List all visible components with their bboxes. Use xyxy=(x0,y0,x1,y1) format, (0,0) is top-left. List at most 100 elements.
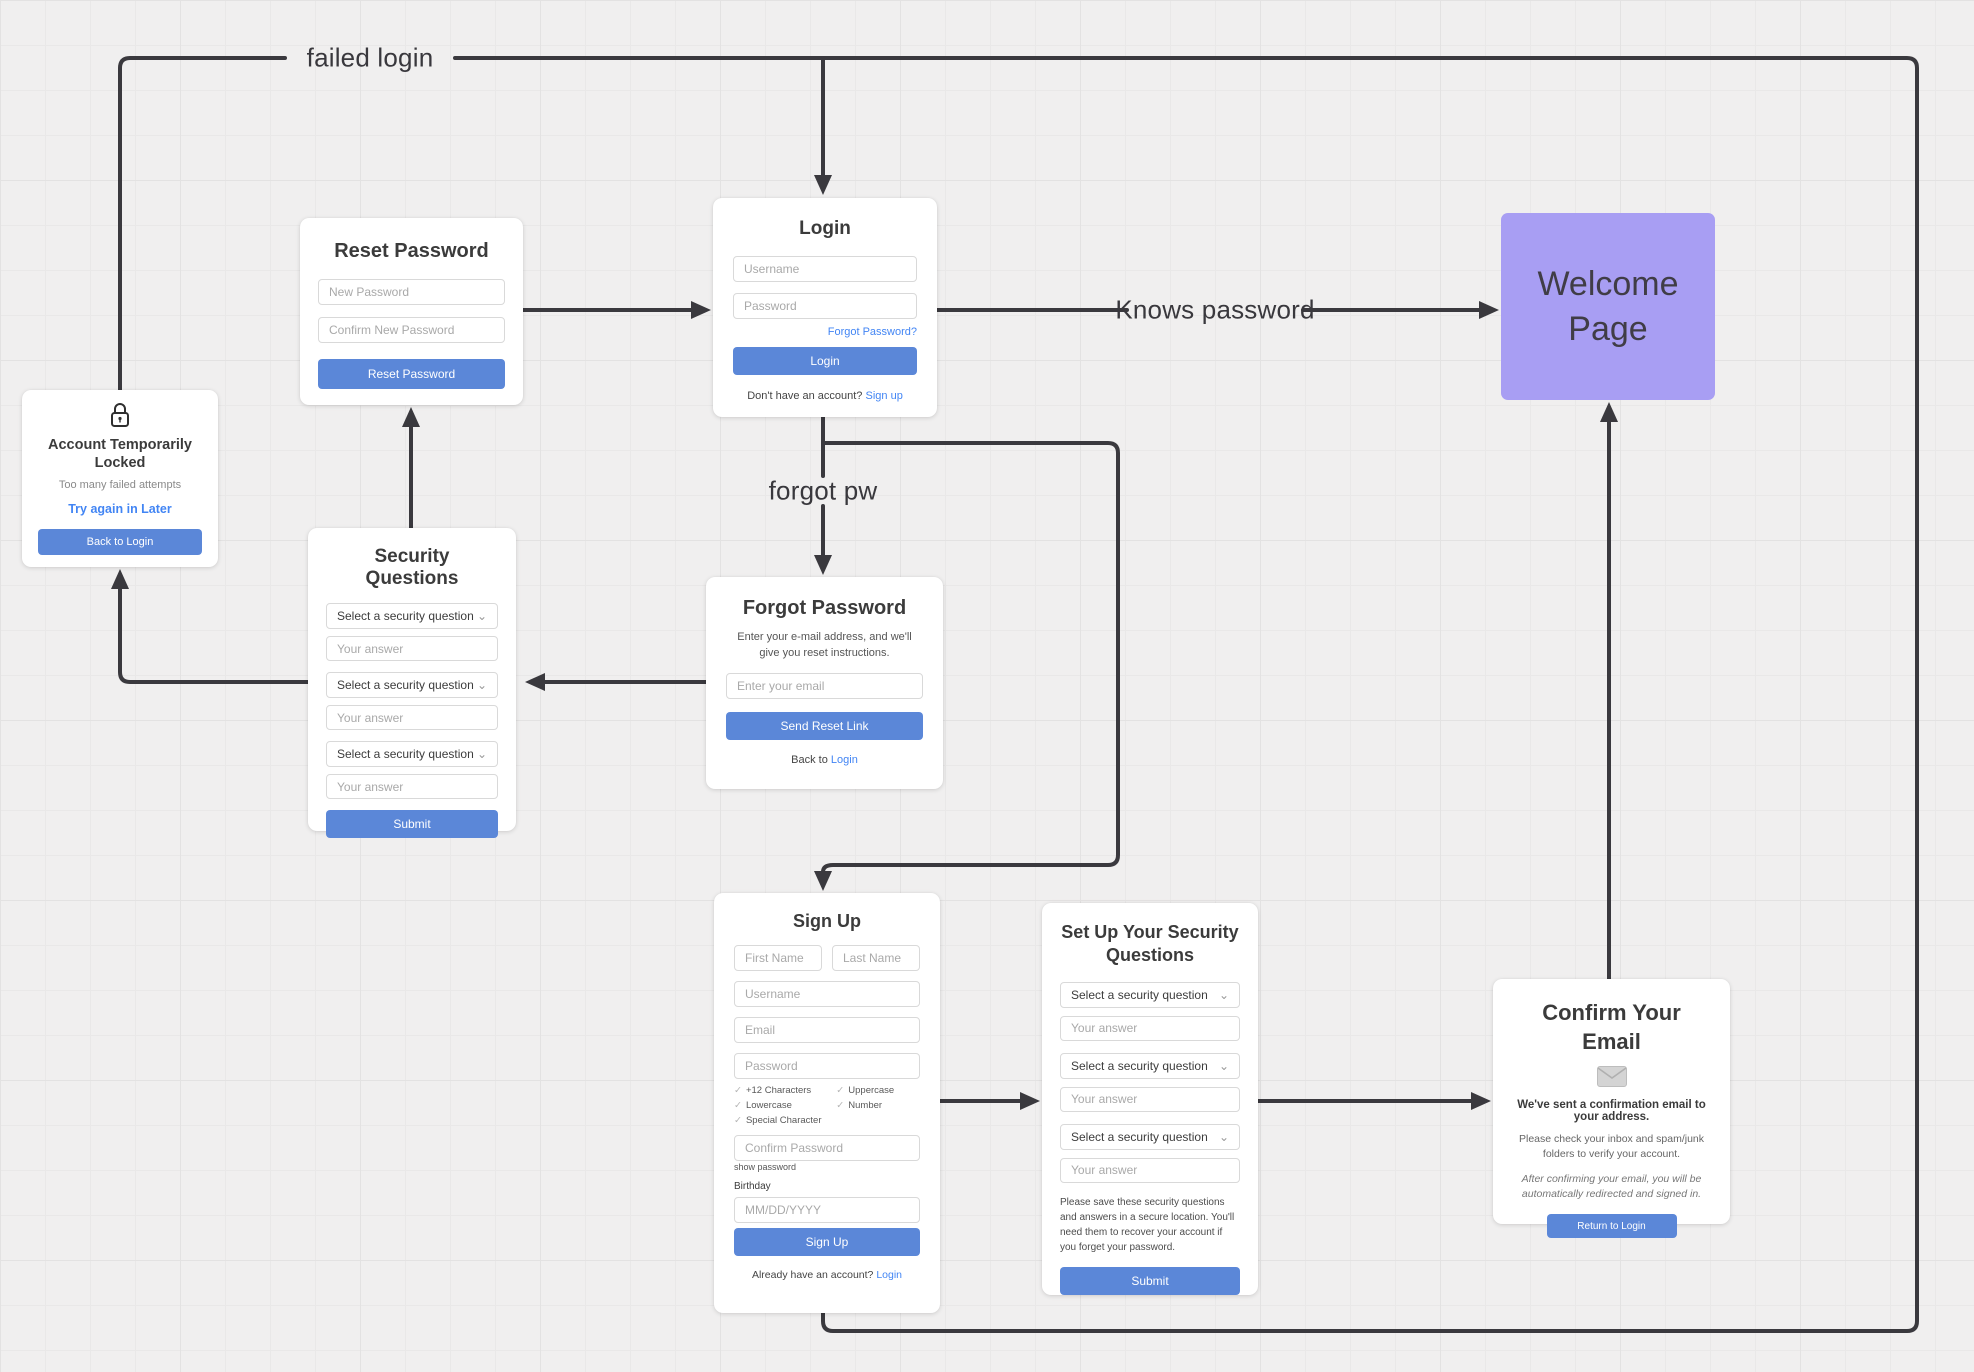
edge-outer-loop-right xyxy=(453,56,1919,1333)
back-to-login-button[interactable]: Back to Login xyxy=(38,529,202,556)
confirm-email-title: Confirm Your Email xyxy=(1542,1000,1681,1054)
confirm-email-card: Confirm Your Email We've sent a confirma… xyxy=(1493,979,1730,1239)
login-title: Login xyxy=(799,218,851,239)
setup-question-select-3-value: Select a security question xyxy=(1071,1129,1208,1144)
signup-username-input[interactable] xyxy=(734,981,920,1007)
signup-prompt-row: Don't have an account? Sign up xyxy=(733,390,917,402)
security-question-select-1-value: Select a security question xyxy=(337,609,474,623)
lock-icon xyxy=(111,403,129,427)
password-rule: ✓Number xyxy=(836,1100,883,1112)
chevron-down-icon: ⌄ xyxy=(1218,1129,1229,1144)
chevron-down-icon: ⌄ xyxy=(476,747,487,761)
new-password-input[interactable] xyxy=(318,279,505,305)
chevron-down-icon: ⌄ xyxy=(476,609,487,623)
setup-question-select-1[interactable]: Select a security question ⌄ xyxy=(1060,981,1240,1008)
signup-email-input[interactable] xyxy=(734,1017,920,1043)
check-icon: ✓ xyxy=(836,1085,845,1096)
edge-label-failed-login: failed login xyxy=(306,42,434,73)
reset-password-card: Reset Password Reset Password xyxy=(300,218,523,405)
edge-outer-loop-left xyxy=(118,56,287,392)
password-rule: ✓+12 Characters xyxy=(734,1085,812,1096)
setup-security-title: Set Up Your Security Questions xyxy=(1061,922,1239,966)
setup-submit-button[interactable]: Submit xyxy=(1060,1266,1240,1295)
security-questions-card: Security Questions Select a security que… xyxy=(308,528,516,838)
welcome-page-title: Welcome Page xyxy=(1537,265,1679,348)
password-rule: ✓Uppercase xyxy=(836,1085,895,1096)
envelope-icon xyxy=(1596,1066,1627,1088)
last-name-input[interactable] xyxy=(832,945,920,971)
edge-login-to-signup xyxy=(814,441,1120,891)
forgot-password-link[interactable]: Forgot Password? xyxy=(827,326,917,338)
password-rule: ✓Special Character xyxy=(734,1115,822,1127)
security-question-select-2[interactable]: Select a security question ⌄ xyxy=(326,672,498,698)
signup-password-input[interactable] xyxy=(734,1053,920,1079)
check-icon: ✓ xyxy=(836,1100,845,1112)
back-to-login-link[interactable]: Login xyxy=(830,753,858,766)
email-input[interactable] xyxy=(726,672,923,699)
check-inbox-text: Please check your inbox and spam/junk fo… xyxy=(1518,1133,1705,1161)
first-name-input[interactable] xyxy=(734,945,822,971)
chevron-down-icon: ⌄ xyxy=(1218,987,1229,1002)
setup-answer-input-2[interactable] xyxy=(1060,1086,1240,1112)
account-locked-title: Account Temporarily Locked xyxy=(48,437,192,472)
setup-security-note: Please save these security questions and… xyxy=(1060,1196,1235,1253)
chevron-down-icon: ⌄ xyxy=(1218,1058,1229,1073)
reset-password-button[interactable]: Reset Password xyxy=(318,359,505,389)
login-button[interactable]: Login xyxy=(733,347,917,375)
chevron-down-icon: ⌄ xyxy=(476,678,487,692)
signup-link[interactable]: Sign up xyxy=(865,390,903,402)
security-answer-input-1[interactable] xyxy=(326,636,498,661)
security-questions-title: Security Questions xyxy=(365,546,459,589)
password-rules: ✓+12 Characters ✓Lowercase ✓Special Char… xyxy=(734,1083,920,1129)
show-password-toggle[interactable]: show password xyxy=(734,1161,797,1172)
security-answer-input-3[interactable] xyxy=(326,774,498,799)
confirm-new-password-input[interactable] xyxy=(318,317,505,343)
check-icon: ✓ xyxy=(734,1085,742,1096)
signup-button[interactable]: Sign Up xyxy=(734,1227,920,1256)
check-icon: ✓ xyxy=(734,1115,742,1127)
signup-title: Sign Up xyxy=(793,911,861,931)
setup-question-select-2-value: Select a security question xyxy=(1071,1058,1208,1073)
login-link[interactable]: Login xyxy=(876,1268,903,1281)
reset-password-title: Reset Password xyxy=(334,240,489,262)
welcome-page-node: Welcome Page xyxy=(1501,213,1715,400)
forgot-password-title: Forgot Password xyxy=(742,597,907,619)
birthday-input[interactable] xyxy=(734,1196,920,1223)
security-question-select-2-value: Select a security question xyxy=(337,678,474,692)
signup-card: Sign Up ✓+12 Characters ✓Lowercase ✓Spec… xyxy=(714,893,940,1313)
account-locked-card: Account Temporarily Locked Too many fail… xyxy=(22,390,218,567)
signup-prompt-text: Don't have an account? xyxy=(747,390,863,402)
forgot-password-instructions: Enter your e-mail address, and we'll giv… xyxy=(737,631,912,659)
password-rule: ✓Lowercase xyxy=(734,1100,792,1112)
security-answer-input-2[interactable] xyxy=(326,705,498,730)
birthday-label: Birthday xyxy=(734,1180,771,1192)
security-question-select-1[interactable]: Select a security question ⌄ xyxy=(326,603,498,629)
back-to-prompt-text: Back to xyxy=(791,753,828,766)
forgot-password-row: Forgot Password? xyxy=(733,326,917,338)
return-to-login-button[interactable]: Return to Login xyxy=(1546,1214,1677,1239)
redirect-note-text: After confirming your email, you will be… xyxy=(1521,1172,1702,1200)
edge-label-forgot-pw: forgot pw xyxy=(768,475,878,506)
account-locked-subtitle: Too many failed attempts xyxy=(58,479,182,492)
security-submit-button[interactable]: Submit xyxy=(326,810,498,838)
try-again-link[interactable]: Try again in Later xyxy=(68,502,172,517)
edge-security-to-locked xyxy=(111,569,310,684)
send-reset-link-button[interactable]: Send Reset Link xyxy=(726,711,923,740)
setup-question-select-2[interactable]: Select a security question ⌄ xyxy=(1060,1052,1240,1079)
security-question-select-3[interactable]: Select a security question ⌄ xyxy=(326,741,498,767)
name-row xyxy=(734,945,920,971)
setup-question-select-3[interactable]: Select a security question ⌄ xyxy=(1060,1123,1240,1150)
confirm-password-input[interactable] xyxy=(734,1134,920,1161)
back-to-login-row: Back to Login xyxy=(726,754,923,766)
setup-answer-input-1[interactable] xyxy=(1060,1015,1240,1041)
confirmation-sent-text: We've sent a confirmation email to your … xyxy=(1517,1099,1706,1124)
edge-label-knows-password: Knows password xyxy=(1115,294,1315,325)
setup-answer-input-3[interactable] xyxy=(1060,1157,1240,1183)
username-input[interactable] xyxy=(733,256,917,282)
password-input[interactable] xyxy=(733,293,917,319)
check-icon: ✓ xyxy=(734,1100,742,1112)
login-prompt-row: Already have an account? Login xyxy=(734,1269,920,1281)
setup-security-questions-card: Set Up Your Security Questions Select a … xyxy=(1042,903,1258,1295)
